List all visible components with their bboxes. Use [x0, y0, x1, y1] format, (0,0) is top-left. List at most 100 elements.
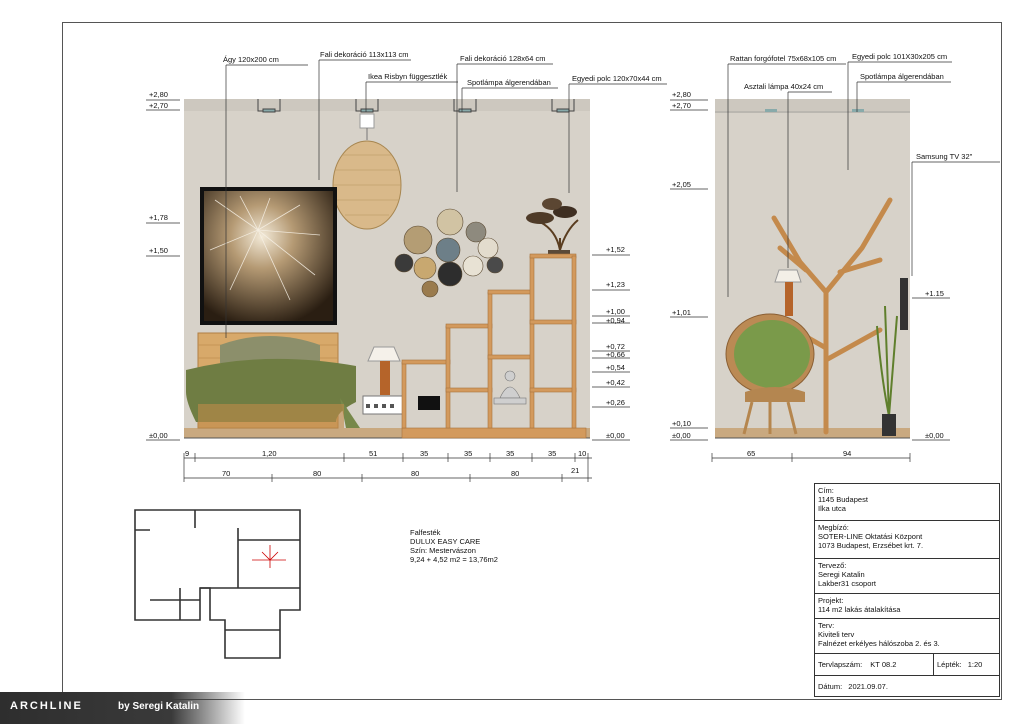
level-label: +0,26 — [606, 398, 625, 407]
left-ceiling-beam — [184, 99, 590, 111]
tb-heading: Dátum: — [818, 682, 843, 691]
label-spot-left: Spotlámpa álgerendában — [467, 78, 551, 87]
plan-marker-icon — [252, 545, 286, 568]
tb-client: Megbízó: SOTER-LINE Oktatási Központ 107… — [815, 521, 999, 559]
tb-plan: Terv: Kiviteli terv Falnézet erkélyes há… — [815, 619, 999, 654]
label-shelf-left: Egyedi polc 120x70x44 cm — [572, 74, 662, 83]
label-wall-deco: Fali dekoráció 128x64 cm — [460, 54, 546, 63]
footer-bar: ARCHLINE by Seregi Katalin — [0, 692, 245, 724]
drawing-sheet — [62, 22, 1002, 700]
black-box — [418, 396, 440, 410]
tb-value: 114 m2 lakás átalakítása — [818, 605, 901, 614]
tb-value: 1145 Budapest — [818, 495, 868, 504]
bonsai-plant-icon — [526, 198, 579, 254]
level-label: +2,80 — [672, 90, 691, 99]
tb-project: Projekt: 114 m2 lakás átalakítása — [815, 594, 999, 619]
table-lamp-icon — [367, 346, 401, 395]
dim-label: 35 — [420, 449, 429, 458]
dandelion-seeds-icon — [209, 195, 321, 301]
leader-lines — [225, 59, 1000, 338]
dim-label: 9 — [185, 449, 190, 458]
dim-label: 80 — [511, 469, 520, 478]
shelf-lamp-icon — [774, 269, 802, 316]
level-label: ±0,00 — [606, 431, 625, 440]
dim-label: 21 — [571, 466, 580, 475]
paint-note: Falfesték DULUX EASY CARE Szín: Mestervá… — [410, 528, 498, 564]
level-label: +0,42 — [606, 378, 625, 387]
level-label: ±0,00 — [925, 431, 944, 440]
dimension-lines — [183, 453, 911, 482]
level-label: +1,23 — [606, 280, 625, 289]
level-label: +1,52 — [606, 245, 625, 254]
right-spotlight-icon — [765, 109, 777, 112]
author-credit: by Seregi Katalin — [118, 701, 200, 712]
tb-heading: Terv: — [818, 621, 835, 630]
level-label: +0,10 — [672, 419, 691, 428]
bed-icon — [186, 332, 360, 429]
wall-art-picture — [200, 187, 337, 325]
dim-label: 1,20 — [262, 449, 277, 458]
tb-address: Cím: 1145 Budapest Ilka utca — [815, 484, 999, 521]
level-label: +1,00 — [606, 307, 625, 316]
dim-label: 65 — [747, 449, 756, 458]
tb-sheet: Tervlapszám: KT 08.2 Lépték: 1:20 — [815, 654, 999, 676]
level-lines — [146, 99, 950, 441]
dim-label: 35 — [464, 449, 473, 458]
level-label: +1,01 — [672, 308, 691, 317]
level-label: +1,78 — [149, 213, 168, 222]
archline-logo: ARCHLINE — [10, 700, 83, 712]
title-block: Cím: 1145 Budapest Ilka utca Megbízó: SO… — [814, 483, 1000, 697]
pendant-lamp-icon — [332, 113, 402, 230]
label-wall-art: Fali dekoráció 113x113 cm — [320, 50, 409, 59]
label-tv: Samsung TV 32" — [916, 152, 973, 161]
rattan-chair-icon — [725, 313, 815, 435]
paint-line: Szín: Mestervászon — [410, 546, 476, 555]
level-label: +0,72 — [606, 342, 625, 351]
dim-label: 80 — [313, 469, 322, 478]
buddha-statue-icon — [493, 370, 527, 405]
label-spot-right: Spotlámpa álgerendában — [860, 72, 944, 81]
label-rattan-chair: Rattan forgófotel 75x68x105 cm — [730, 54, 837, 63]
tb-value: Ilka utca — [818, 504, 846, 513]
label-bed: Ágy 120x200 cm — [223, 55, 279, 64]
tb-date: Dátum: 2021.09.07. — [815, 676, 999, 697]
tb-value: 2021.09.07. — [848, 682, 888, 691]
dim-label: 35 — [506, 449, 515, 458]
custom-shelf-unit — [401, 253, 587, 439]
level-label: +0,54 — [606, 363, 625, 372]
potted-plant-icon — [876, 305, 898, 436]
level-label: ±0,00 — [149, 431, 168, 440]
paint-line: Falfesték — [410, 528, 441, 537]
tb-designer: Tervező: Seregi Katalin Lakber31 csoport — [815, 559, 999, 594]
left-floor — [184, 428, 590, 438]
tb-value: KT 08.2 — [870, 660, 897, 669]
level-label: +2,80 — [149, 90, 168, 99]
tv-icon — [900, 278, 908, 330]
tb-heading: Cím: — [818, 486, 834, 495]
dim-label: 94 — [843, 449, 852, 458]
level-label: +1.15 — [925, 289, 944, 298]
tb-value: SOTER-LINE Oktatási Központ — [818, 532, 923, 541]
tb-heading: Megbízó: — [818, 523, 849, 532]
dim-label: 51 — [369, 449, 378, 458]
label-table-lamp: Asztali lámpa 40x24 cm — [744, 82, 824, 91]
tb-value: Kiviteli terv — [818, 630, 855, 639]
label-shelf-right: Egyedi polc 101X30x205 cm — [852, 52, 948, 61]
dim-label: 70 — [222, 469, 231, 478]
tb-heading: Lépték: — [937, 660, 962, 669]
paint-line: 9,24 + 4,52 m2 = 13,76m2 — [410, 555, 498, 564]
dim-label: 10 — [578, 449, 587, 458]
tb-value: Falnézet erkélyes hálószoba 2. és 3. — [818, 639, 940, 648]
level-label: +2,70 — [149, 101, 168, 110]
dim-label: 80 — [411, 469, 420, 478]
label-ikea: Ikea Risbyn függesztlék — [368, 72, 448, 81]
level-label: +1,50 — [149, 246, 168, 255]
right-floor — [715, 428, 910, 438]
level-label: +2,05 — [672, 180, 691, 189]
tb-value: Lakber31 csoport — [818, 579, 876, 588]
tb-heading: Tervező: — [818, 561, 847, 570]
level-label: +0,66 — [606, 350, 625, 359]
tb-heading: Projekt: — [818, 596, 844, 605]
floor-plan-diagram — [134, 509, 301, 659]
